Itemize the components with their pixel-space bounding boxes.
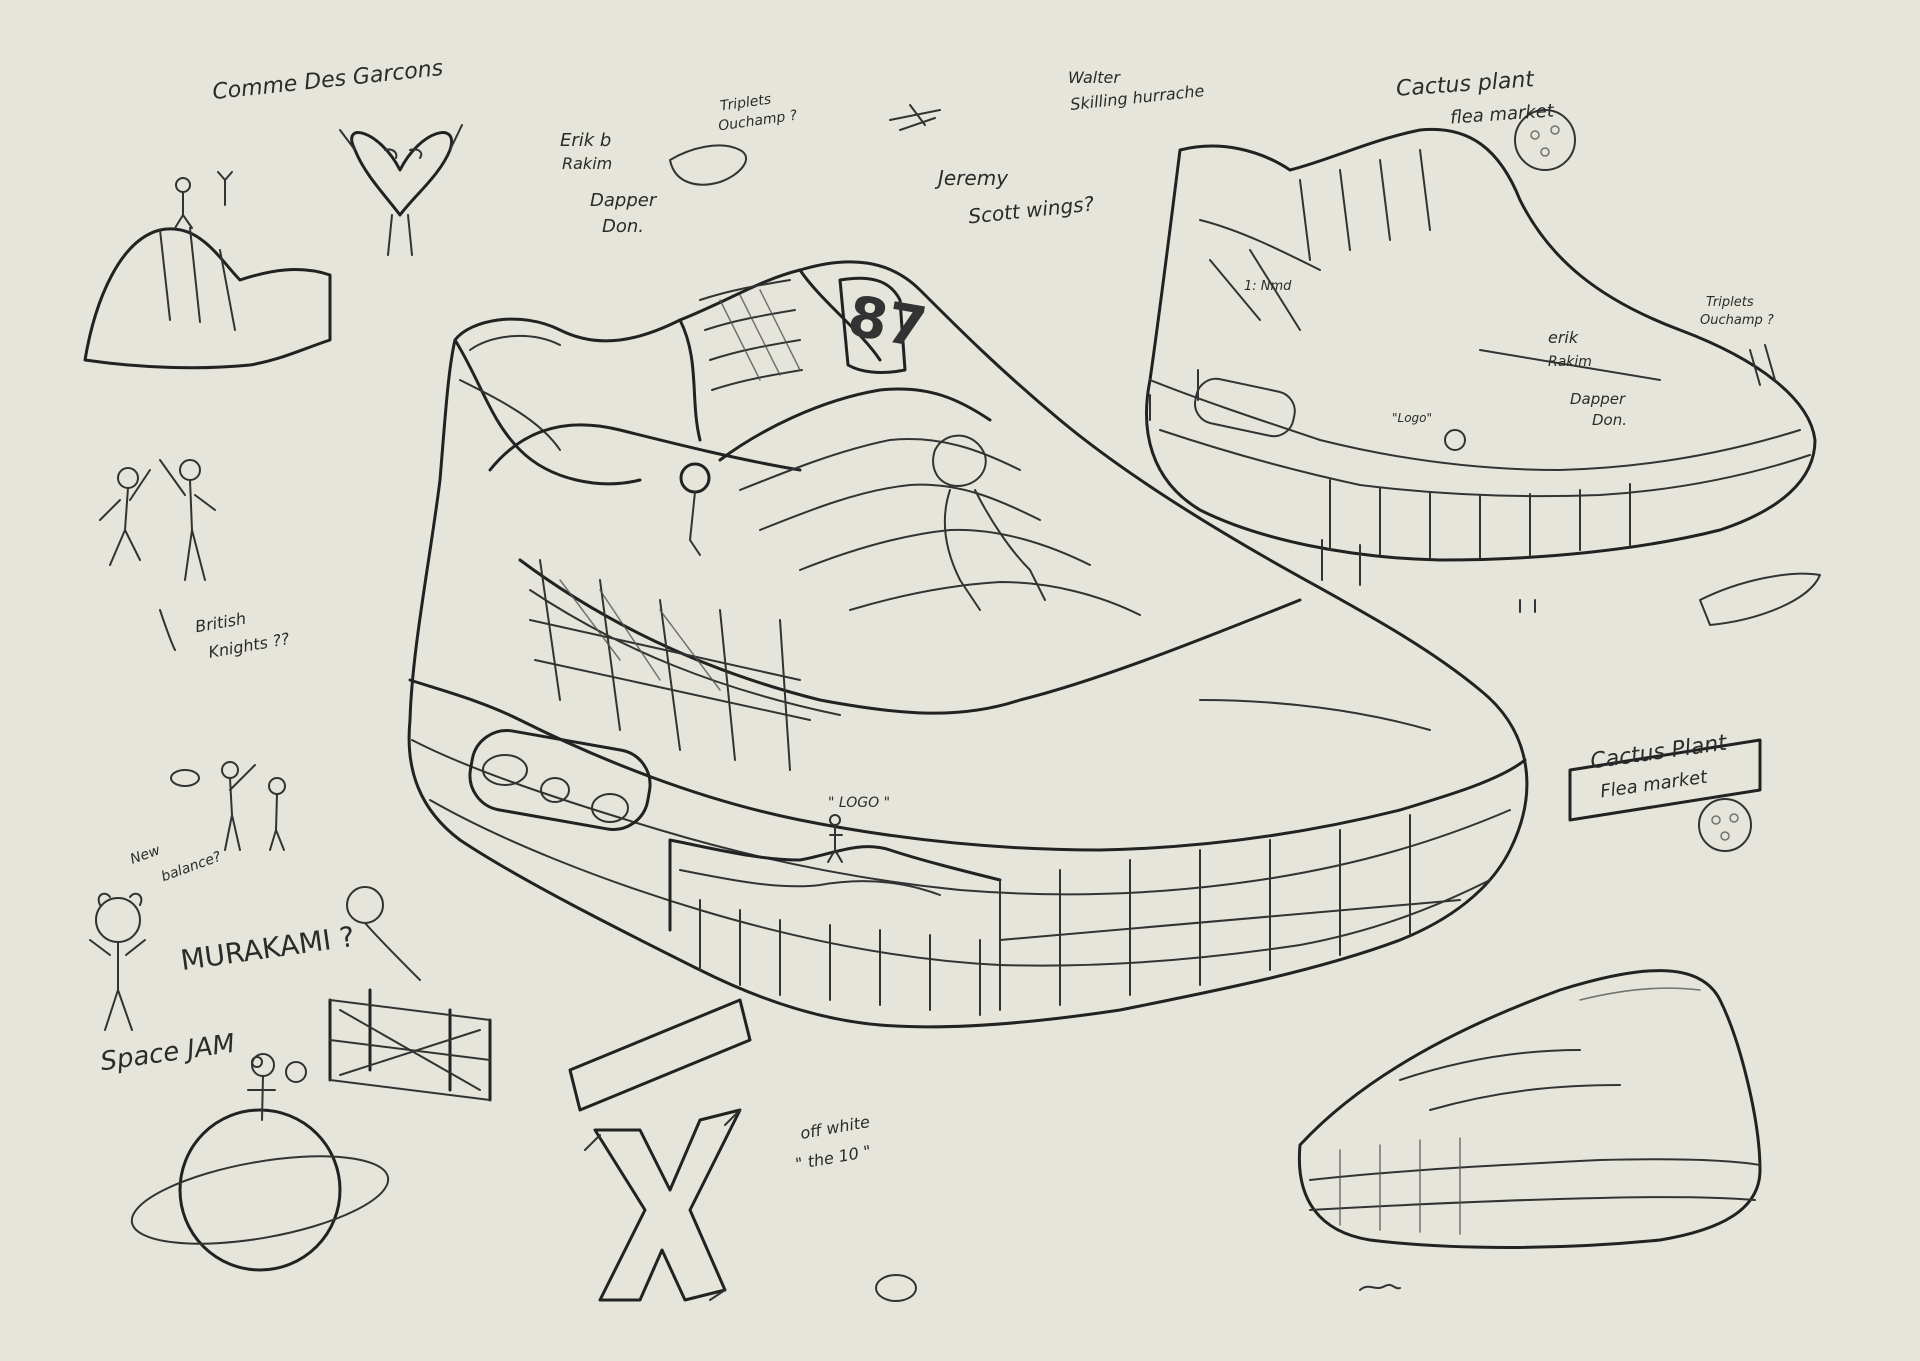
label-triplets-right: Triplets [1706,295,1754,310]
label-don-right: Don. [1592,411,1628,429]
label-logo-main: " LOGO " [828,795,891,811]
label-erik-b: Erik b [560,130,612,151]
new-balance-figures-sketch [170,761,286,851]
knights-sketch [99,459,216,651]
label-rakim: Rakim [562,154,613,173]
label-logo-right: "Logo" [1392,411,1433,425]
top-right-sneaker-sketch [1145,109,1817,562]
label-dapper-right: Dapper [1570,390,1626,408]
label-rakim-right: Rakim [1548,354,1592,370]
label-don: Don. [602,216,645,237]
cdg-heart-sketch [339,124,463,256]
bottom-right-sneaker-sketch [1297,969,1762,1249]
space-jam-planet-sketch [130,1053,390,1272]
label-walter: Walter [1068,68,1120,87]
label-jeremy: Jeremy [938,166,1009,190]
label-dapper: Dapper [590,190,657,211]
misc-small-sketches [669,104,1821,1302]
label-ouchamp-right: Ouchamp ? [1700,313,1774,328]
ramp-sketch [83,171,332,370]
scaffold-sketch [328,886,492,1102]
label-erik-right: erik [1548,328,1579,347]
main-sneaker-sketch [407,260,1529,1029]
label-number-87: 87 [843,283,932,362]
murakami-figure-sketch [89,892,146,1031]
off-white-x-sketch [568,998,752,1302]
label-mini-nmd: 1: Nmd [1244,279,1292,294]
